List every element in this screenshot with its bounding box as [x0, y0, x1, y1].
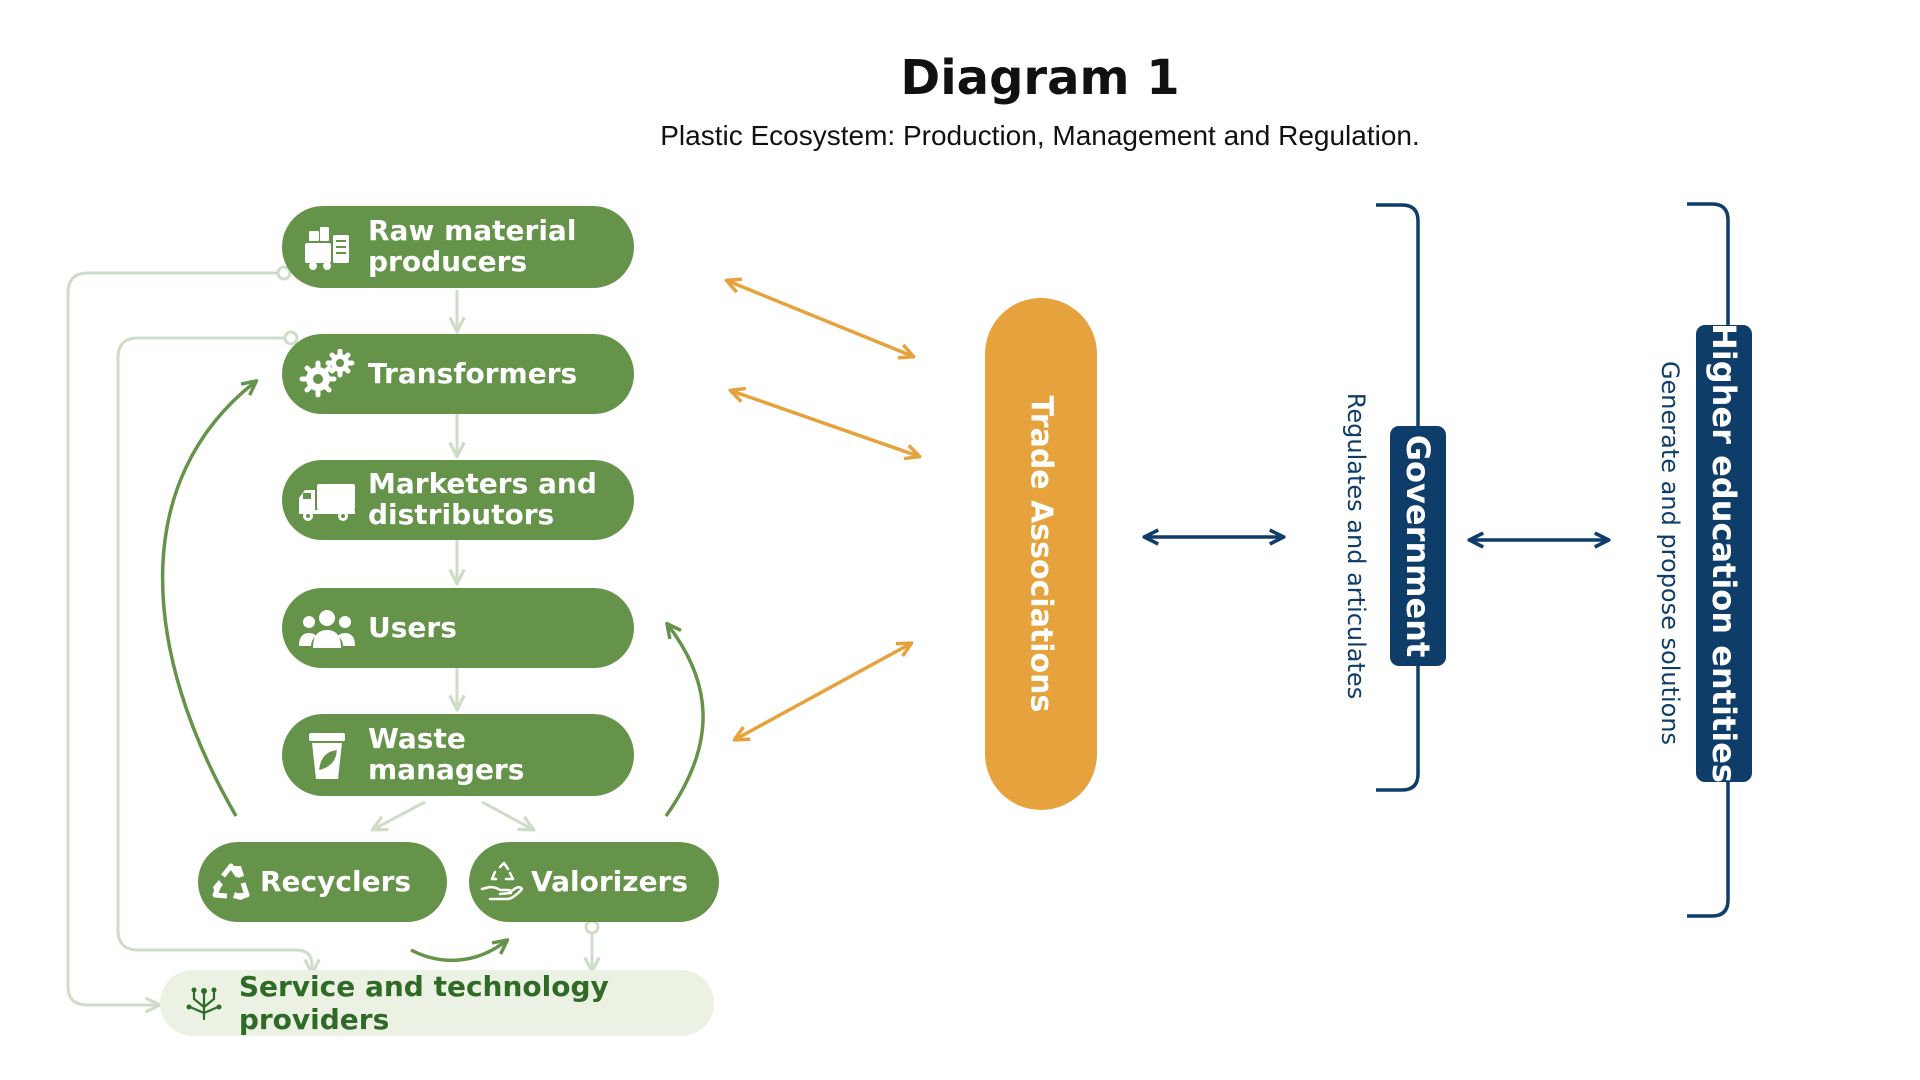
arrow-recyclers-to-valorizers — [410, 941, 506, 963]
truck-icon — [296, 469, 358, 531]
diagram-title: Diagram 1 — [900, 50, 1180, 106]
node-waste-managers: Waste managers — [282, 714, 634, 796]
higher-education-sublabel: Generate and propose solutions — [1656, 360, 1684, 746]
users-icon — [296, 597, 358, 659]
trade-associations-pill — [985, 298, 1097, 810]
connector-dot-raw — [276, 265, 292, 281]
higher-education-box — [1696, 325, 1752, 782]
node-label: Waste managers — [368, 722, 525, 786]
node-label: Raw material producers — [368, 214, 577, 278]
connector-waste-to-recyclers — [374, 800, 426, 829]
connector-raw-to-service — [66, 271, 282, 1005]
hand-recycle-icon — [479, 851, 525, 913]
node-valorizers: Valorizers — [469, 842, 719, 922]
arrow-recyclers-to-transformers — [160, 382, 255, 817]
recycle-icon — [208, 851, 254, 913]
arrow-valorizers-to-users — [666, 625, 705, 818]
trade-associations-label: Trade Associations — [1023, 395, 1059, 713]
connector-transformers-to-service — [116, 336, 312, 972]
connector-dot-valorizers — [584, 919, 600, 935]
government-box — [1390, 426, 1446, 666]
service-label: Service and technology providers — [238, 970, 609, 1036]
node-service-technology-providers: Service and technology providers — [160, 970, 714, 1036]
higher-education-label: Higher education entities — [1705, 323, 1743, 783]
node-label: Users — [368, 610, 457, 644]
government-sublabel: Regulates and articulates — [1342, 392, 1370, 700]
arrow-trade-raw — [728, 281, 912, 356]
connector-waste-to-valorizers — [481, 800, 532, 829]
circuit-tree-icon — [182, 978, 227, 1028]
node-users: Users — [282, 588, 634, 668]
node-label: Recyclers — [260, 864, 412, 898]
government-label: Government — [1399, 434, 1437, 658]
factory-icon — [296, 216, 358, 278]
node-recyclers: Recyclers — [198, 842, 447, 922]
trash-bin-leaf-icon — [296, 724, 358, 786]
node-marketers-distributors: Marketers and distributors — [282, 460, 634, 540]
node-label: Marketers and distributors — [368, 467, 597, 531]
connector-dot-transformers — [283, 330, 299, 346]
gears-icon — [296, 343, 358, 405]
arrow-trade-transformers — [732, 391, 918, 456]
node-raw-material-producers: Raw material producers — [282, 206, 634, 288]
arrow-trade-waste — [736, 644, 910, 739]
diagram-subtitle: Plastic Ecosystem: Production, Managemen… — [660, 120, 1420, 151]
node-label: Transformers — [368, 356, 578, 390]
node-label: Valorizers — [531, 864, 689, 898]
node-transformers: Transformers — [282, 334, 634, 414]
